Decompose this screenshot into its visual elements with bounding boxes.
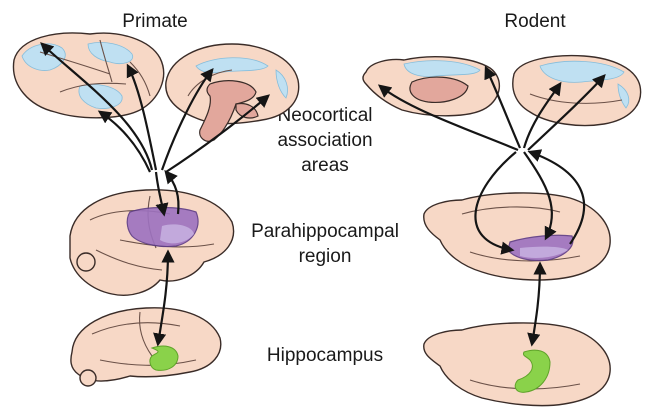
rodent-brain-medial: [513, 56, 641, 126]
rodent-brain-lateral: [363, 57, 499, 116]
primate-medial-brain: [166, 44, 299, 141]
rodent-hippocampus-brain: [424, 323, 610, 406]
rodent-parahippocampal-brain: [424, 193, 610, 280]
primate-hippocampus-brain: [71, 308, 221, 386]
primate-parahippocampal-brain: [70, 190, 234, 295]
